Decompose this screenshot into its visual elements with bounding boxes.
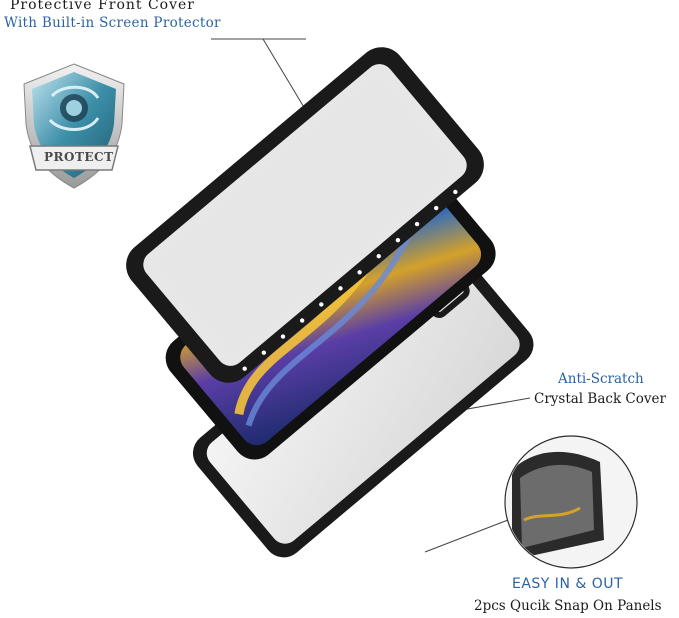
front-cover <box>126 47 484 383</box>
snap-panels-title: EASY IN & OUT <box>512 576 624 592</box>
back-cover-title: Anti-Scratch <box>558 371 644 387</box>
snap-panel-detail <box>504 435 638 569</box>
snap-panels-subtitle: 2pcs Qucik Snap On Panels <box>474 598 662 614</box>
protect-ribbon <box>29 145 119 171</box>
snap-panel-leader <box>424 519 509 553</box>
badge-label: PROTECT <box>44 150 114 164</box>
front-cover-subtitle: With Built-in Screen Protector <box>4 15 221 31</box>
front-cover-title: Protective Front Cover <box>10 0 195 13</box>
back-cover-subtitle: Crystal Back Cover <box>534 391 666 407</box>
